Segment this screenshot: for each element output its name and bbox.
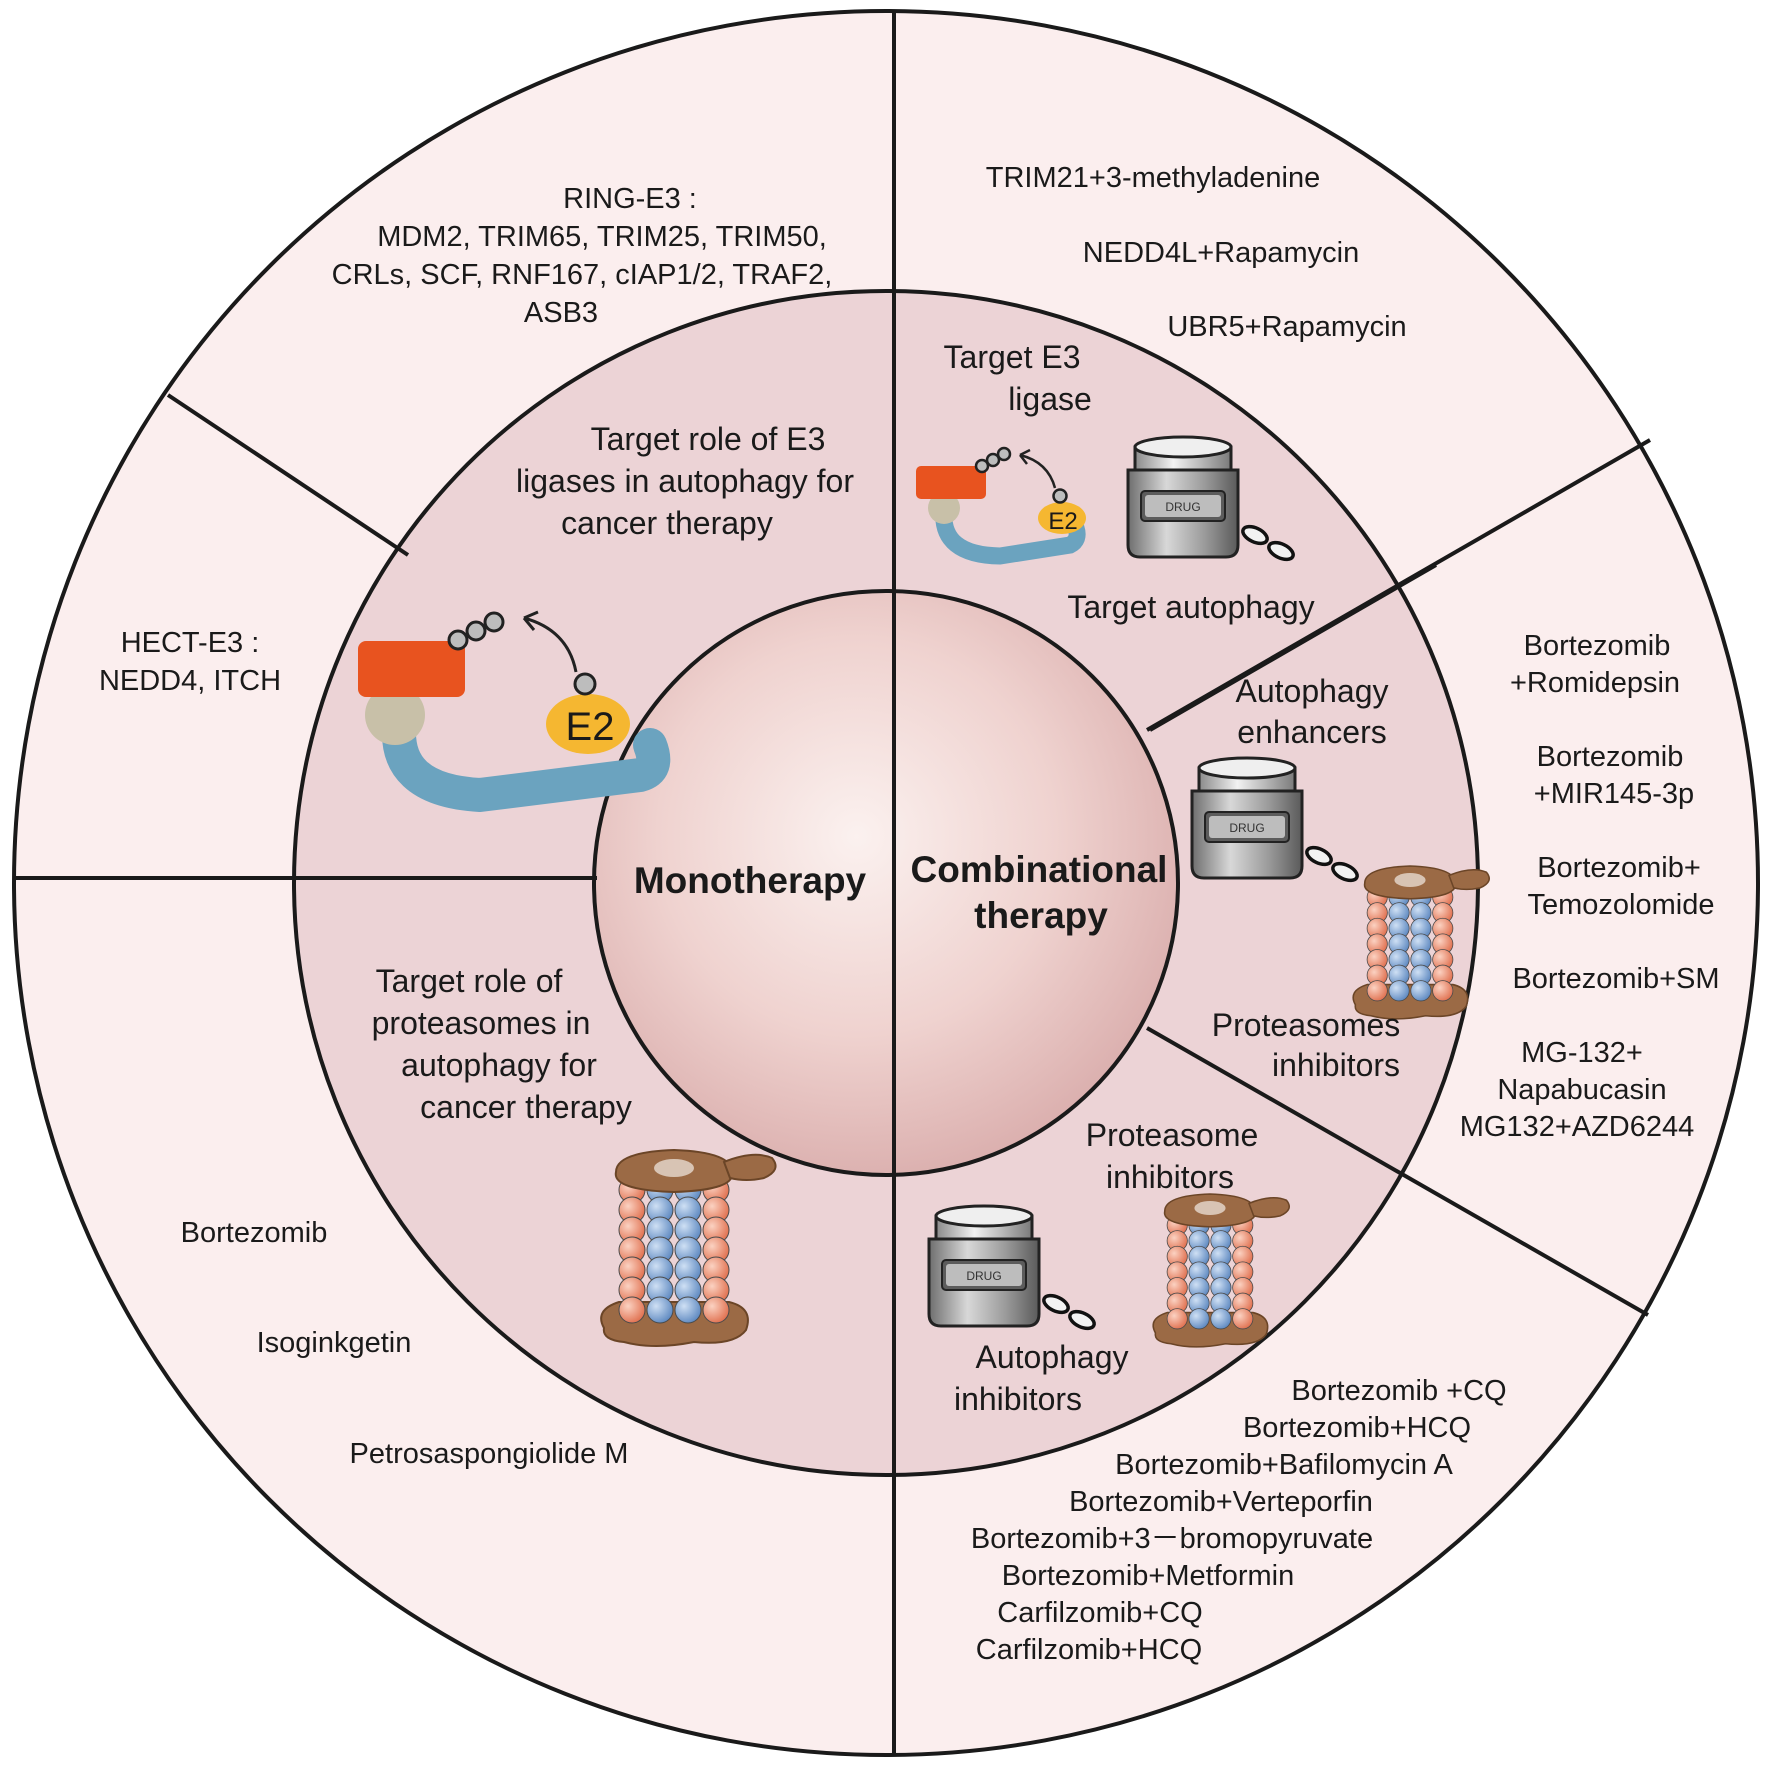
svg-text:RING-E3 :: RING-E3 : xyxy=(563,183,697,215)
svg-text:Bortezomib: Bortezomib xyxy=(1524,630,1671,662)
svg-text:Bortezomib+Bafilomycin A: Bortezomib+Bafilomycin A xyxy=(1115,1449,1453,1481)
svg-text:DRUG: DRUG xyxy=(966,1269,1001,1283)
monotherapy-label: Monotherapy xyxy=(634,860,867,901)
svg-text:E2: E2 xyxy=(566,705,615,749)
drug-jar-icon-bottom: DRUG xyxy=(927,1204,1099,1334)
svg-text:Bortezomib+HCQ: Bortezomib+HCQ xyxy=(1243,1412,1471,1444)
svg-text:Napabucasin: Napabucasin xyxy=(1497,1074,1666,1106)
e3-e2-ubiquitin-icon: E2 xyxy=(358,610,671,813)
svg-text:NEDD4, ITCH: NEDD4, ITCH xyxy=(99,665,281,697)
hect-e3-list: HECT-E3 : NEDD4, ITCH xyxy=(99,627,281,697)
svg-text:cancer therapy: cancer therapy xyxy=(561,505,773,541)
svg-text:Bortezomib: Bortezomib xyxy=(181,1217,328,1249)
proteasomes-inhibitors-label: Proteasomes inhibitors xyxy=(1212,1007,1401,1083)
svg-text:Bortezomib+Verteporfin: Bortezomib+Verteporfin xyxy=(1069,1486,1373,1518)
divider-enhancer-inhibitor xyxy=(1146,1026,1649,1317)
target-autophagy-label: Target autophagy xyxy=(1067,589,1314,625)
svg-text:Bortezomib +CQ: Bortezomib +CQ xyxy=(1291,1375,1506,1407)
svg-text:Isoginkgetin: Isoginkgetin xyxy=(257,1327,412,1359)
svg-text:+Romidepsin: +Romidepsin xyxy=(1510,667,1680,699)
svg-text:inhibitors: inhibitors xyxy=(1272,1047,1400,1083)
svg-text:Bortezomib+: Bortezomib+ xyxy=(1537,852,1701,884)
svg-text:Target role of: Target role of xyxy=(376,963,563,999)
svg-text:autophagy for: autophagy for xyxy=(401,1047,597,1083)
svg-text:Bortezomib+SM: Bortezomib+SM xyxy=(1512,963,1719,995)
svg-text:Bortezomib: Bortezomib xyxy=(1537,741,1684,773)
svg-text:Proteasome: Proteasome xyxy=(1086,1117,1259,1153)
e3-mono-title: Target role of E3 ligases in autophagy f… xyxy=(516,421,854,541)
enhancer-combination-list: Bortezomib +Romidepsin Bortezomib +MIR14… xyxy=(1460,630,1720,1143)
center-circle xyxy=(592,589,1180,1177)
svg-text:TRIM21+3-methyladenine: TRIM21+3-methyladenine xyxy=(986,162,1320,194)
svg-text:ligases in autophagy for: ligases in autophagy for xyxy=(516,463,854,499)
svg-text:ligase: ligase xyxy=(1008,381,1092,417)
svg-text:enhancers: enhancers xyxy=(1237,714,1386,750)
divider-ring-hect xyxy=(166,393,410,557)
svg-text:Bortezomib+3－bromopyruvate: Bortezomib+3－bromopyruvate xyxy=(971,1523,1373,1555)
svg-text:Target role of E3: Target role of E3 xyxy=(591,421,826,457)
svg-text:Autophagy: Autophagy xyxy=(975,1339,1128,1375)
svg-text:Petrosaspongiolide M: Petrosaspongiolide M xyxy=(350,1438,629,1470)
svg-text:HECT-E3 :: HECT-E3 : xyxy=(121,627,260,659)
proteasome-mono-title: Target role of proteasomes in autophagy … xyxy=(372,963,632,1125)
svg-text:MG132+AZD6244: MG132+AZD6244 xyxy=(1460,1111,1695,1143)
drug-jar-icon-middle: DRUG xyxy=(1190,756,1362,886)
e3-e2-ubiquitin-icon-small: E2 xyxy=(916,446,1086,565)
svg-text:inhibitors: inhibitors xyxy=(1106,1159,1234,1195)
svg-text:Carfilzomib+HCQ: Carfilzomib+HCQ xyxy=(976,1634,1202,1666)
autophagy-inhibitors-label: Autophagy inhibitors xyxy=(954,1339,1129,1417)
combinational-label: Combinational xyxy=(911,849,1168,890)
svg-text:Autophagy: Autophagy xyxy=(1235,673,1388,709)
svg-text:DRUG: DRUG xyxy=(1229,821,1264,835)
divider-inner-top-right xyxy=(1149,563,1437,732)
svg-text:inhibitors: inhibitors xyxy=(954,1381,1082,1417)
svg-text:MG-132+: MG-132+ xyxy=(1521,1037,1643,1069)
therapy-label: therapy xyxy=(974,895,1108,936)
svg-text:proteasomes in: proteasomes in xyxy=(372,1005,591,1041)
svg-text:DRUG: DRUG xyxy=(1165,500,1200,514)
svg-text:Bortezomib+Metformin: Bortezomib+Metformin xyxy=(1002,1560,1295,1592)
ring-e3-list: RING-E3 : MDM2, TRIM65, TRIM25, TRIM50, … xyxy=(332,183,833,329)
svg-text:CRLs, SCF, RNF167, cIAP1/2, TR: CRLs, SCF, RNF167, cIAP1/2, TRAF2, xyxy=(332,259,833,291)
svg-text:MDM2, TRIM65, TRIM25, TRIM50,: MDM2, TRIM65, TRIM25, TRIM50, xyxy=(377,221,827,253)
svg-text:+MIR145-3p: +MIR145-3p xyxy=(1534,778,1694,810)
svg-text:cancer therapy: cancer therapy xyxy=(420,1089,632,1125)
svg-text:Proteasomes: Proteasomes xyxy=(1212,1007,1401,1043)
target-e3-ligase-label: Target E3 ligase xyxy=(944,339,1092,417)
svg-text:UBR5+Rapamycin: UBR5+Rapamycin xyxy=(1167,311,1406,343)
svg-text:E2: E2 xyxy=(1048,508,1077,535)
svg-text:Target E3: Target E3 xyxy=(944,339,1081,375)
proteasome-inhibitors-label: Proteasome inhibitors xyxy=(1086,1117,1259,1195)
svg-text:NEDD4L+Rapamycin: NEDD4L+Rapamycin xyxy=(1083,237,1359,269)
drug-jar-icon-top: DRUG xyxy=(1126,435,1298,565)
monotherapy-drug-list: Bortezomib Isoginkgetin Petrosaspongioli… xyxy=(181,1217,629,1470)
svg-text:Temozolomide: Temozolomide xyxy=(1528,889,1715,921)
svg-text:ASB3: ASB3 xyxy=(524,297,598,329)
svg-text:Carfilzomib+CQ: Carfilzomib+CQ xyxy=(997,1597,1202,1629)
e3-combination-list: TRIM21+3-methyladenine NEDD4L+Rapamycin … xyxy=(986,162,1407,343)
inhibitor-combination-list: Bortezomib +CQ Bortezomib+HCQ Bortezomib… xyxy=(971,1375,1507,1666)
autophagy-enhancers-label: Autophagy enhancers xyxy=(1235,673,1388,750)
